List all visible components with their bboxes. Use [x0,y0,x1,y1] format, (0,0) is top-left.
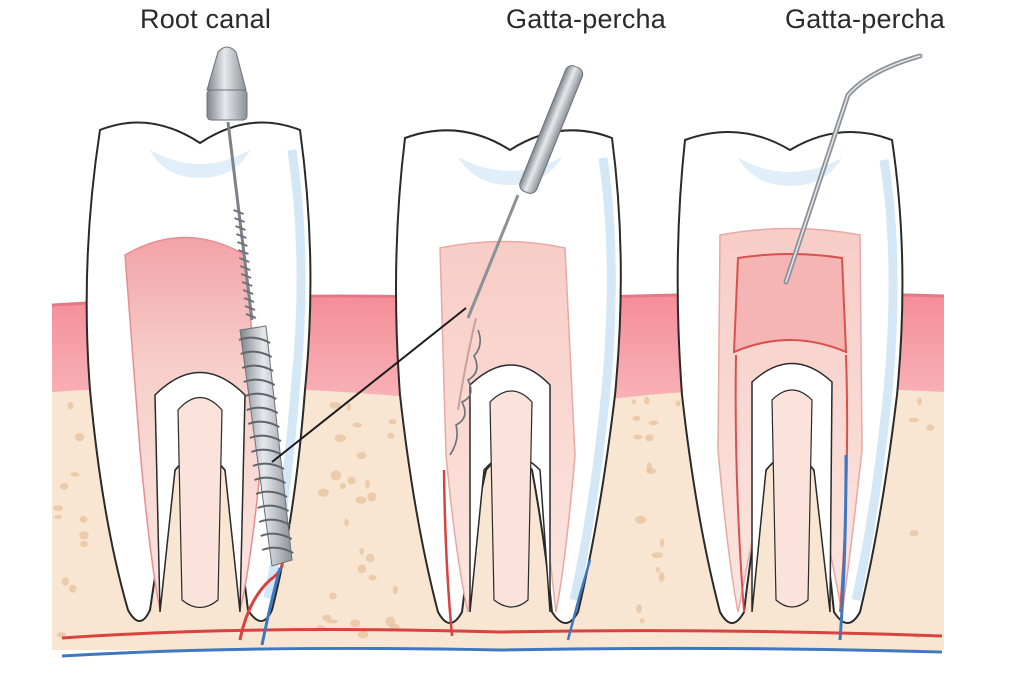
tooth-left [85,121,312,622]
label-root-canal: Root canal [140,4,272,34]
endodontic-file-instrument [206,46,294,567]
gutta-percha-fill [449,329,482,456]
leader-line [271,307,467,463]
label-gutta-percha-middle: Gatta-percha [506,4,666,34]
plugger-instrument [783,53,923,285]
gutta-percha-carrier-instrument [457,65,584,411]
blood-vessels [61,454,943,658]
tooth-middle [395,129,622,624]
label-gutta-percha-right: Gatta-percha [785,4,945,34]
tooth-right [676,131,904,624]
